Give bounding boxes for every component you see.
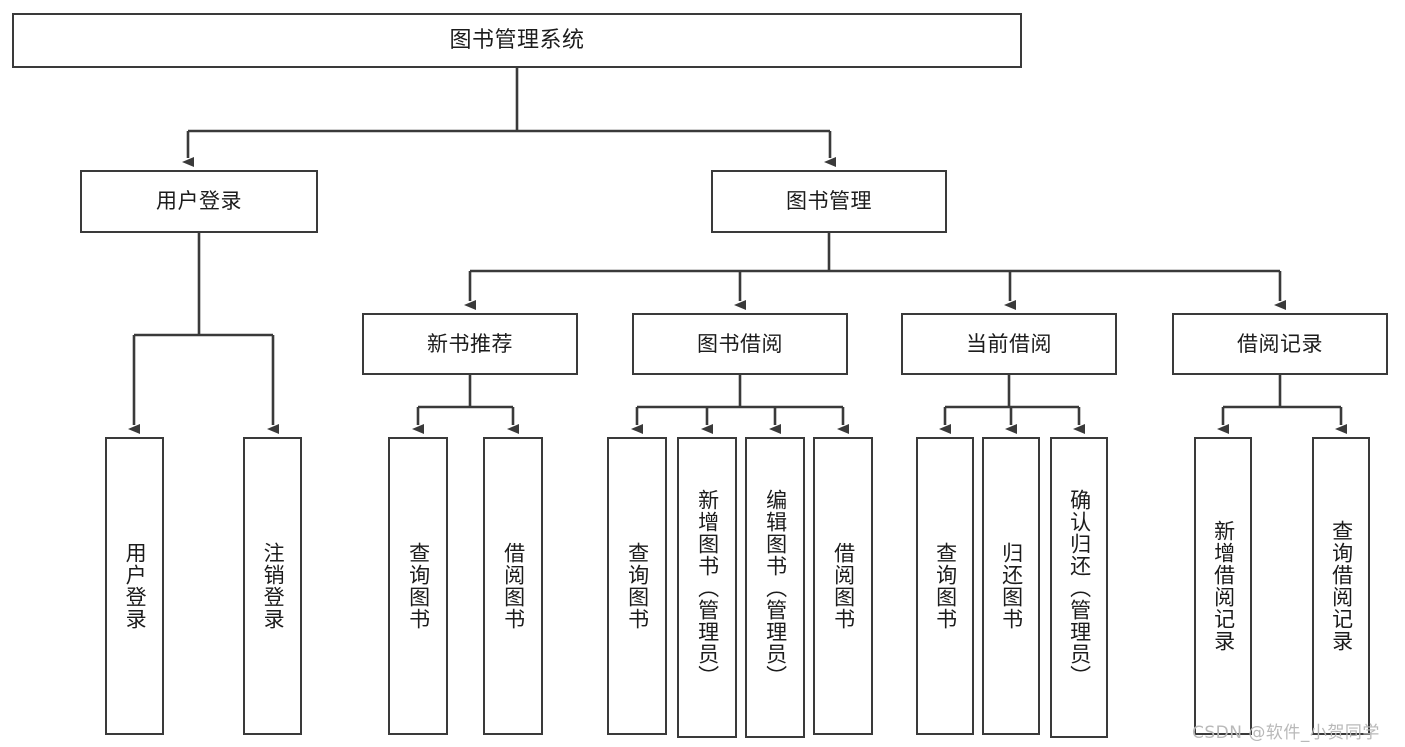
leaf-current-borrow-return[interactable]: 归还图书 [982,437,1040,735]
node-label: 查询图书 [406,542,431,630]
leaf-book-borrow-edit[interactable]: 编辑图书（管理员） [745,437,805,738]
node-label: 新增借阅记录 [1211,520,1236,652]
leaf-borrow-record-add[interactable]: 新增借阅记录 [1194,437,1252,735]
leaf-user-login-login[interactable]: 用户登录 [105,437,164,735]
node-label: 当前借阅 [966,331,1052,356]
node-label: 借阅图书 [831,542,856,630]
node-label: 借阅图书 [501,542,526,630]
node-current-borrow[interactable]: 当前借阅 [901,313,1117,375]
node-label: 注销登录 [261,542,286,630]
leaf-new-book-borrow[interactable]: 借阅图书 [483,437,543,735]
node-label: 借阅记录 [1237,331,1323,356]
node-label: 用户登录 [123,542,148,630]
leaf-user-login-logout[interactable]: 注销登录 [243,437,302,735]
node-label: 图书管理 [786,189,872,214]
node-label: 查询图书 [625,542,650,630]
leaf-book-borrow-query[interactable]: 查询图书 [607,437,667,735]
leaf-book-borrow-add[interactable]: 新增图书（管理员） [677,437,737,738]
node-user-login[interactable]: 用户登录 [80,170,318,233]
node-new-book-recommend[interactable]: 新书推荐 [362,313,578,375]
leaf-current-borrow-query[interactable]: 查询图书 [916,437,974,735]
node-book-management[interactable]: 图书管理 [711,170,947,233]
node-label: 查询图书 [933,542,958,630]
node-label: 图书管理系统 [449,27,585,53]
node-label: 新书推荐 [427,331,513,356]
node-label: 确认归还（管理员） [1067,488,1092,687]
node-book-borrow[interactable]: 图书借阅 [632,313,848,375]
leaf-borrow-record-query[interactable]: 查询借阅记录 [1312,437,1370,735]
node-label: 归还图书 [999,542,1024,630]
node-book-management-system[interactable]: 图书管理系统 [12,13,1022,68]
node-label: 图书借阅 [697,331,783,356]
watermark: CSDN @软件_小贺同学 [1192,723,1380,743]
node-label: 编辑图书（管理员） [763,488,788,687]
leaf-book-borrow-borrow[interactable]: 借阅图书 [813,437,873,735]
node-label: 查询借阅记录 [1329,520,1354,652]
node-borrow-record[interactable]: 借阅记录 [1172,313,1388,375]
leaf-current-borrow-confirm-return[interactable]: 确认归还（管理员） [1050,437,1108,738]
node-label: 用户登录 [156,189,242,214]
leaf-new-book-query[interactable]: 查询图书 [388,437,448,735]
node-label: 新增图书（管理员） [695,488,720,687]
